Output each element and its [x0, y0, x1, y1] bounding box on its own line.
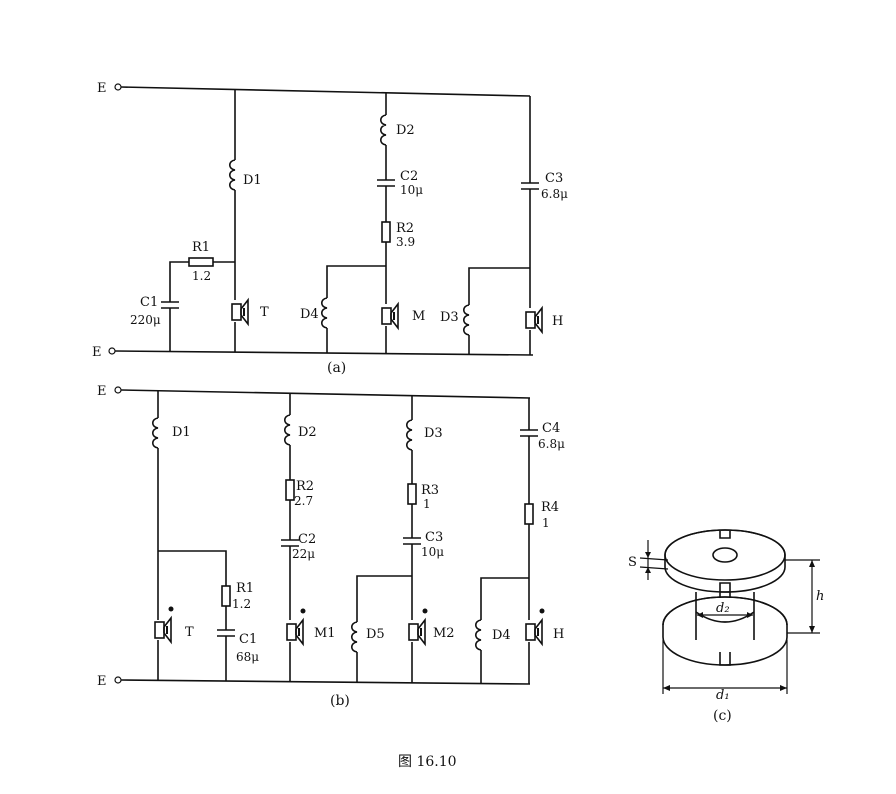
- label-h: h: [816, 589, 824, 604]
- resistor-r2-a: [381, 221, 391, 243]
- label-t-a: T: [260, 305, 269, 320]
- label-c1-a: C1: [140, 295, 158, 310]
- label-c3-a: C3: [545, 171, 563, 186]
- label-m-a: M: [412, 309, 425, 324]
- capacitor-c2-b: [281, 539, 299, 547]
- resistor-r2-b: [285, 479, 295, 501]
- resistor-r1-b: [221, 585, 231, 607]
- label-e-bottom-b: E: [97, 674, 107, 689]
- value-c3-a: 6.8μ: [541, 187, 568, 201]
- capacitor-c2-a: [377, 179, 395, 187]
- resistor-r1-a: [188, 257, 214, 267]
- label-d2-b: D2: [298, 425, 317, 440]
- value-c1-a: 220μ: [130, 313, 161, 327]
- terminal-bottom-a: [108, 347, 116, 355]
- capacitor-c3-b: [403, 537, 421, 545]
- inductor-d3-b: [405, 419, 413, 451]
- value-c2-a: 10μ: [400, 183, 423, 197]
- label-e-bottom-a: E: [92, 345, 102, 360]
- value-r4-b: 1: [542, 516, 550, 530]
- capacitor-c4-b: [520, 429, 538, 437]
- value-r1-b: 1.2: [232, 597, 251, 611]
- label-h-a: H: [552, 314, 563, 329]
- label-c3-b: C3: [425, 530, 443, 545]
- inductor-d1-a: [228, 159, 236, 191]
- caption-c: (c): [713, 708, 732, 724]
- value-c1-b: 68μ: [236, 650, 259, 664]
- figure-caption: 图 16.10: [398, 754, 457, 770]
- value-c3-b: 10μ: [421, 545, 444, 559]
- label-d1: d₁: [716, 688, 730, 703]
- label-r4-b: R4: [541, 500, 559, 515]
- value-r2-a: 3.9: [396, 235, 415, 249]
- label-c4-b: C4: [542, 421, 560, 436]
- inductor-d2-a: [379, 114, 387, 146]
- label-c2-a: C2: [400, 169, 418, 184]
- inductor-d4-a: [320, 297, 328, 329]
- inductor-d4-b: [474, 619, 482, 651]
- terminal-top-a: [114, 83, 122, 91]
- label-t-b: T: [185, 625, 194, 640]
- label-d4-b: D4: [492, 628, 511, 643]
- label-d2: d₂: [716, 601, 730, 616]
- label-d1-b: D1: [172, 425, 191, 440]
- label-d5-b: D5: [366, 627, 385, 642]
- top-rail-a: [120, 86, 531, 97]
- speaker-tweeter-b: [154, 617, 172, 643]
- bottom-rail-a: [114, 350, 534, 356]
- value-c2-b: 22μ: [292, 547, 315, 561]
- speaker-mid1-b: [286, 619, 304, 645]
- circuit-a: E E D1 R1 1.2 C1 220μ T D2 C2 10μ R2 3.9: [92, 81, 568, 376]
- label-c1-b: C1: [239, 632, 257, 647]
- speaker-high-a: [525, 307, 543, 333]
- value-r3-b: 1: [423, 497, 431, 511]
- label-d3-a: D3: [440, 310, 459, 325]
- inductor-d2-b: [283, 414, 291, 446]
- resistor-r4-b: [524, 503, 534, 525]
- value-r2-b: 2.7: [294, 494, 313, 508]
- caption-a: (a): [327, 360, 346, 376]
- label-r3-b: R3: [421, 483, 439, 498]
- terminal-bottom-b: [114, 676, 122, 684]
- terminal-top-b: [114, 386, 122, 394]
- capacitor-c1-b: [217, 629, 235, 637]
- value-r1-a: 1.2: [192, 269, 211, 283]
- inductor-d1-b: [151, 417, 159, 449]
- label-c2-b: C2: [298, 532, 316, 547]
- capacitor-c3-a: [521, 182, 539, 190]
- capacitor-c1-a: [161, 301, 179, 309]
- label-d3-b: D3: [424, 426, 443, 441]
- label-s: S: [628, 555, 637, 570]
- label-m2-b: M2: [433, 626, 455, 641]
- label-m1-b: M1: [314, 626, 336, 641]
- label-e-top-a: E: [97, 81, 107, 96]
- circuit-b: E E D1 R1 1.2 C1 68μ T D2 R2 2.7 C2 22μ: [97, 384, 565, 709]
- bottom-rail-b: [120, 679, 531, 685]
- label-r1-a: R1: [192, 240, 210, 255]
- speaker-mid2-b: [408, 619, 426, 645]
- inductor-d5-b: [350, 621, 358, 653]
- label-d4-a: D4: [300, 307, 319, 322]
- speaker-tweeter-a: [231, 299, 249, 325]
- label-r1-b: R1: [236, 581, 254, 596]
- label-r2-a: R2: [396, 221, 414, 236]
- value-c4-b: 6.8μ: [538, 437, 565, 451]
- caption-b: (b): [330, 693, 350, 709]
- speaker-mid-a: [381, 303, 399, 329]
- bobbin-diagram: S h d₂ d₁ (c): [628, 529, 824, 724]
- inductor-d3-a: [462, 304, 470, 336]
- label-h-b: H: [553, 627, 564, 642]
- label-d1-a: D1: [243, 173, 262, 188]
- top-rail-b: [120, 389, 531, 399]
- speaker-high-b: [525, 619, 543, 645]
- resistor-r3-b: [407, 483, 417, 505]
- label-r2-b: R2: [296, 479, 314, 494]
- label-e-top-b: E: [97, 384, 107, 399]
- label-d2-a: D2: [396, 123, 415, 138]
